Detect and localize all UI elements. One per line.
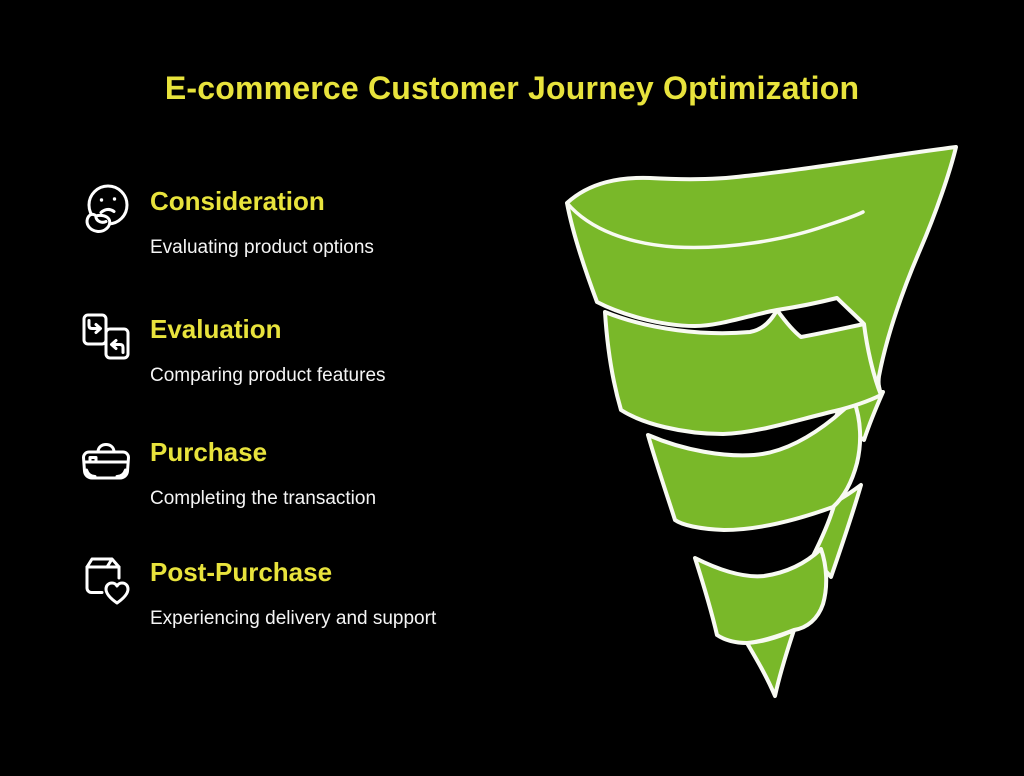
thinking-face-icon bbox=[78, 180, 134, 236]
stage-name: Purchase bbox=[150, 437, 268, 467]
stage-description: Experiencing delivery and support bbox=[150, 608, 437, 629]
stage-name: Consideration bbox=[150, 186, 325, 216]
stage-text: Evaluation Comparing product features bbox=[150, 308, 386, 387]
stage-text: Consideration Evaluating product options bbox=[150, 180, 374, 259]
funnel-band-3 bbox=[646, 399, 863, 532]
stage-row-consideration: Consideration Evaluating product options bbox=[78, 180, 374, 259]
stage-row-purchase: Purchase Completing the transaction bbox=[78, 431, 376, 510]
stage-description: Evaluating product options bbox=[150, 237, 374, 258]
stage-description: Completing the transaction bbox=[150, 488, 377, 509]
stage-name: Post-Purchase bbox=[150, 557, 333, 587]
stage-row-evaluation: Evaluation Comparing product features bbox=[78, 308, 386, 387]
stage-name: Evaluation bbox=[150, 314, 282, 344]
stage-text: Post-Purchase Experiencing delivery and … bbox=[150, 551, 436, 630]
handbag-icon bbox=[78, 431, 134, 487]
bag-with-heart-icon bbox=[78, 551, 134, 607]
spiral-funnel-illustration bbox=[545, 140, 985, 720]
funnel-mouth-rim bbox=[565, 201, 865, 250]
page-title: E-commerce Customer Journey Optimization bbox=[164, 70, 860, 106]
funnel-band-1 bbox=[565, 145, 958, 397]
compare-boxes-icon bbox=[78, 308, 134, 364]
funnel-band-4 bbox=[693, 547, 829, 645]
stage-text: Purchase Completing the transaction bbox=[150, 431, 376, 510]
stage-description: Comparing product features bbox=[150, 365, 386, 386]
stage-row-post-purchase: Post-Purchase Experiencing delivery and … bbox=[78, 551, 436, 630]
